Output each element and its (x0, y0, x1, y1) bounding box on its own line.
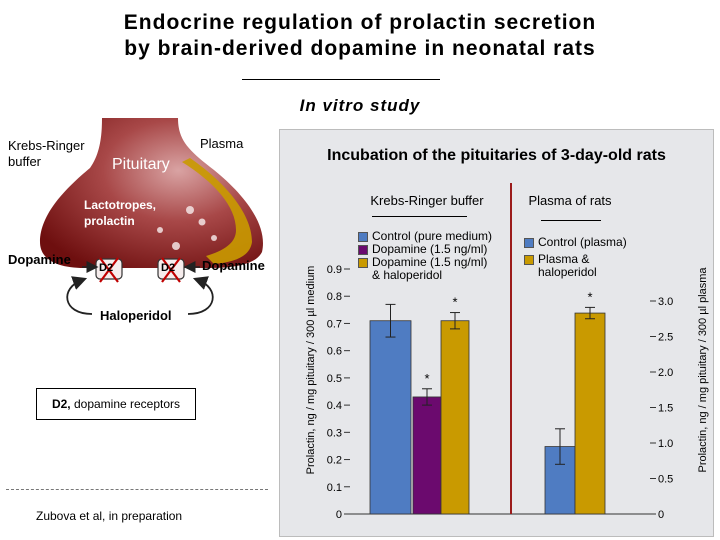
legend-swatch-plasma-haloperidol (524, 255, 534, 265)
y-tick-label-right: 2.0 (658, 367, 673, 379)
legend-swatch-dopamine (358, 244, 368, 255)
legend-item: Plasma & haloperidol (524, 253, 627, 279)
group-label-krebs: Krebs-Ringer buffer (370, 193, 484, 208)
plasma-label: Plasma (200, 136, 244, 151)
haloperidol-arrow-right (187, 276, 214, 315)
chart-title: Incubation of the pituitaries of 3-day-o… (327, 147, 666, 164)
bar (574, 312, 606, 515)
legend-swatch-control (358, 231, 368, 242)
y-axis-label-right: Prolactin, ng / mg pituitary / 300 µl pl… (697, 267, 709, 473)
chart-panel (279, 129, 714, 537)
legend-item: Control (plasma) (524, 236, 627, 249)
legend-swatch-control-plasma (524, 237, 534, 248)
dopamine-left-label: Dopamine (8, 252, 71, 267)
legend-text: Dopamine (1.5 ng/ml) (372, 255, 488, 269)
legend-text: Dopamine (1.5 ng/ml) (372, 242, 488, 256)
y-tick-label-right: 1.5 (658, 403, 673, 415)
y-tick-label-right: 0 (658, 509, 664, 521)
lactotropes-label: Lactotropes, (84, 198, 157, 212)
receptor-note-text: dopamine receptors (70, 397, 181, 411)
y-tick-label-left: 0.6 (327, 346, 342, 358)
bar (440, 320, 470, 515)
legend-text: haloperidol (538, 265, 597, 279)
legend-right: Control (plasma) Plasma & haloperidol (524, 236, 627, 279)
y-tick-label-left: 0.4 (327, 400, 342, 412)
y-tick-label-left: 0.3 (327, 427, 342, 439)
y-tick-label-right: 2.5 (658, 332, 673, 344)
block-cross-right (161, 257, 181, 283)
legend-text: Control (plasma) (538, 235, 627, 249)
y-tick-label-right: 3.0 (658, 296, 673, 308)
main-title: Endocrine regulation of prolactin secret… (0, 10, 720, 62)
bar (369, 320, 412, 515)
y-tick-label-left: 0.5 (327, 373, 342, 385)
legend-text: Plasma & (538, 252, 590, 266)
plasma-membrane (182, 158, 252, 264)
granule (198, 218, 206, 226)
granule (157, 227, 163, 233)
buffer-label: buffer (8, 154, 42, 169)
y-tick-label-left: 0.2 (327, 455, 342, 467)
significance-mark: * (452, 295, 457, 310)
legend-item: Dopamine (1.5 ng/ml) (358, 243, 492, 256)
title-rule (242, 79, 440, 80)
gland-body (40, 118, 263, 268)
legend-text-block: Plasma & haloperidol (538, 253, 597, 279)
receptor-note-bold: D2, (51, 397, 71, 411)
title-line-1: Endocrine regulation of prolactin secret… (123, 11, 597, 34)
granule (211, 235, 217, 241)
pituitary-label: Pituitary (112, 156, 170, 173)
y-tick-label-left: 0 (336, 509, 342, 521)
legend-text: Control (pure medium) (372, 229, 493, 243)
legend-text: & haloperidol (372, 268, 443, 282)
legend-item: Dopamine (1.5 ng/ml) (358, 256, 492, 269)
significance-mark: * (424, 371, 429, 386)
left-divider (6, 489, 268, 490)
pituitary-diagram (40, 118, 263, 315)
legend-left: Control (pure medium) Dopamine (1.5 ng/m… (358, 230, 492, 282)
y-tick-label-left: 0.8 (327, 291, 342, 303)
group-underline-plasma (541, 220, 601, 221)
bar (412, 396, 442, 515)
credit-text: Zubova et al, in preparation (36, 509, 183, 523)
y-tick-label-left: 0.1 (327, 482, 342, 494)
subtitle: In vitro study (299, 96, 421, 115)
prolactin-label: prolactin (84, 214, 135, 228)
y-tick-label-right: 1.0 (658, 438, 673, 450)
y-tick-label-right: 0.5 (658, 474, 673, 486)
granule (186, 206, 194, 214)
group-label-plasma: Plasma of rats (528, 193, 612, 208)
y-axis-label-left: Prolactin, ng / mg pituitary / 300 µl me… (305, 266, 317, 475)
dopamine-right-label: Dopamine (202, 258, 265, 273)
granule (172, 242, 180, 250)
legend-item: Control (pure medium) (358, 230, 492, 243)
d2-left-label: D2 (99, 262, 114, 274)
y-tick-label-left: 0.9 (327, 264, 342, 276)
haloperidol-arrow-left (66, 276, 93, 315)
d2-right-label: D2 (161, 262, 176, 274)
y-tick-label-left: 0.7 (327, 318, 342, 330)
haloperidol-label: Haloperidol (100, 308, 172, 323)
block-cross-left (99, 257, 119, 283)
significance-mark: * (587, 289, 592, 304)
title-line-2: by brain-derived dopamine in neonatal ra… (124, 37, 596, 60)
krebs-ringer-label: Krebs-Ringer (8, 138, 85, 153)
receptor-note-box: D2, dopamine receptors (36, 388, 196, 420)
group-underline-krebs (372, 216, 467, 217)
legend-swatch-haloperidol (358, 257, 368, 268)
